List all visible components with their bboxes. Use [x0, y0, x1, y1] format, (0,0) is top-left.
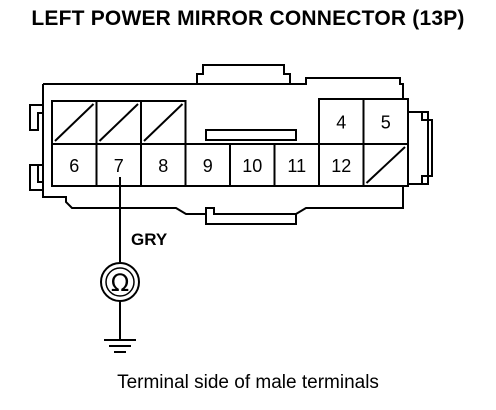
terminal-cell: 7	[95, 143, 142, 187]
wire-color-label: GRY	[131, 230, 168, 249]
terminal-number: 9	[203, 156, 213, 176]
terminal-cells: 4 5 6 7 8 9 10 11 12	[51, 98, 409, 187]
terminal-cell: 12	[318, 143, 365, 187]
diagram-title: LEFT POWER MIRROR CONNECTOR (13P)	[31, 7, 465, 30]
ohm-symbol: Ω	[111, 269, 129, 297]
terminal-number: 12	[331, 156, 351, 176]
blocked-cavity	[51, 100, 98, 145]
terminal-number: 10	[242, 156, 262, 176]
probe-circuit: GRY Ω	[100, 177, 168, 353]
terminal-number: 6	[69, 156, 79, 176]
terminal-cell: 5	[362, 98, 409, 145]
terminal-number: 8	[158, 156, 168, 176]
terminal-cell: 4	[318, 98, 365, 145]
terminal-number: 4	[336, 113, 346, 133]
terminal-number: 7	[114, 156, 124, 176]
ohmmeter-icon: Ω	[100, 262, 140, 302]
terminal-cell: 8	[140, 143, 187, 187]
blocked-cavity	[362, 143, 409, 187]
ground-icon	[104, 339, 136, 353]
terminal-number: 5	[381, 113, 391, 133]
terminal-cell: 10	[229, 143, 276, 187]
terminal-number: 11	[287, 156, 306, 176]
terminal-cell: 11	[273, 143, 320, 187]
terminal-cell: 9	[184, 143, 231, 187]
diagram-caption: Terminal side of male terminals	[117, 372, 379, 393]
blocked-cavity	[140, 100, 187, 145]
connector-housing	[29, 64, 433, 225]
blocked-cavity	[95, 100, 142, 145]
terminal-cell: 6	[51, 143, 98, 187]
